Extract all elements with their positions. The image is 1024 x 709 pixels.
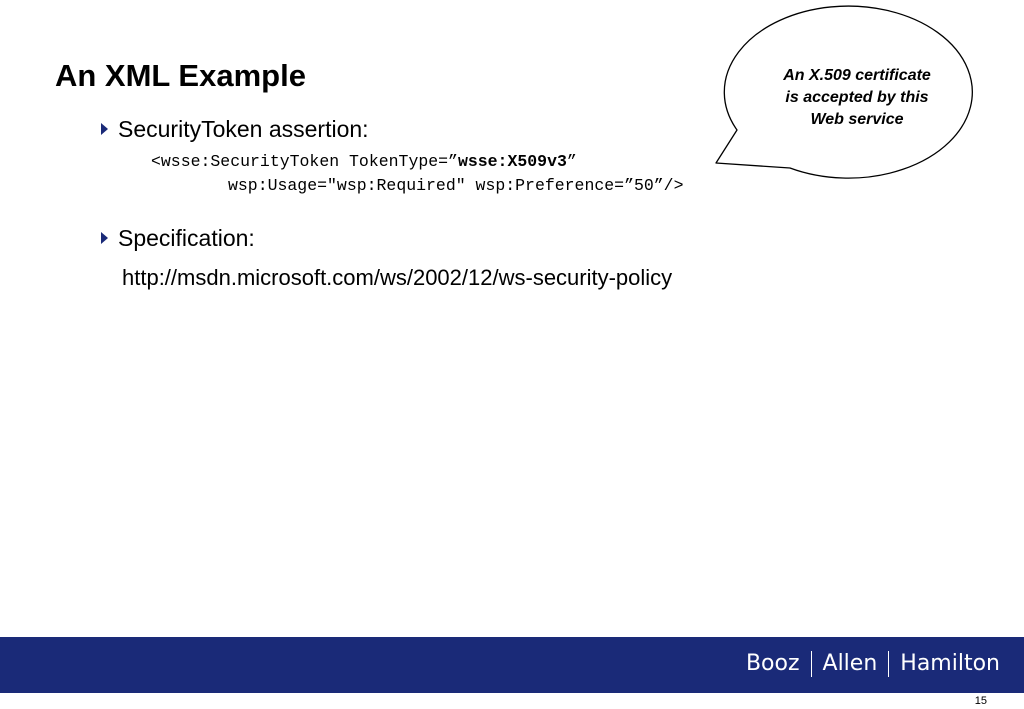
callout-line: Web service <box>810 111 904 128</box>
code-token-type: wsse:X509v3 <box>457 152 567 171</box>
callout-line: is accepted by this <box>785 89 929 106</box>
code-line-1: <wsse:SecurityToken TokenType=”wsse:X509… <box>151 151 577 173</box>
footer-bar: Booz Allen Hamilton <box>0 637 1024 693</box>
bullet-specification: Specification: <box>101 223 255 253</box>
brand-logo: Booz Allen Hamilton <box>746 649 1000 679</box>
brand-divider <box>888 651 890 677</box>
code-suffix: ” <box>566 152 577 171</box>
brand-word: Hamilton <box>900 651 1000 676</box>
spec-link[interactable]: http://msdn.microsoft.com/ws/2002/12/ws-… <box>122 265 673 290</box>
bullet-arrow-icon <box>101 123 108 135</box>
brand-word: Booz <box>745 651 800 676</box>
page-number: 15 <box>974 695 987 707</box>
callout-text: An X.509 certificate is accepted by this… <box>762 65 952 131</box>
bullet-label: Specification: <box>118 225 255 251</box>
bullet-security-token: SecurityToken assertion: <box>101 114 369 144</box>
slide-title: An XML Example <box>55 58 306 93</box>
code-prefix: <wsse:SecurityToken TokenType=” <box>151 152 458 171</box>
bullet-arrow-icon <box>101 232 108 244</box>
bullet-label: SecurityToken assertion: <box>118 116 369 142</box>
callout-line: An X.509 certificate <box>783 67 931 84</box>
brand-divider <box>810 651 812 677</box>
brand-word: Allen <box>822 651 878 676</box>
code-line-2: wsp:Usage="wsp:Required" wsp:Preference=… <box>228 176 684 195</box>
